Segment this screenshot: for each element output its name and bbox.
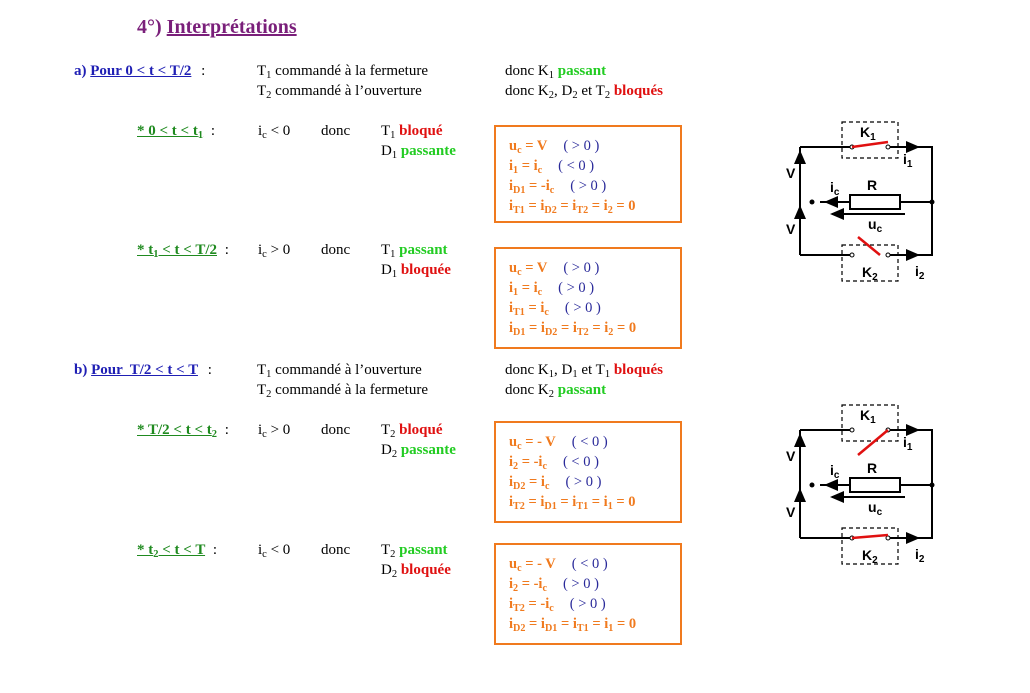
section-b-condition: Pour T/2 < t < T: [91, 362, 198, 378]
circuit-b-i1-label: i1: [903, 434, 913, 453]
circuit-a-uc-label: uc: [868, 216, 883, 235]
sub-a2-label: * t1 < t < T/2 :: [137, 242, 229, 260]
sub-b2-device1: T2 passant: [381, 542, 448, 560]
section-b-result1: donc K1, D1 et T1 bloqués: [505, 362, 664, 380]
section-b-line1: T1 commandé à l’ouverture: [257, 362, 422, 380]
circuit-b-k1-switch: [857, 429, 889, 456]
title-text: Interprétations: [166, 16, 297, 38]
circuit-a-k1-box: [841, 121, 899, 159]
sub-a2-donc: donc: [321, 242, 351, 258]
sub-b1-label: * T/2 < t < t2 :: [137, 422, 229, 440]
circuit-b-v-label-top: V: [786, 448, 796, 464]
sub-a1-donc: donc: [321, 123, 351, 139]
section-a-condition: Pour 0 < t < T/2: [90, 63, 192, 79]
sub-a1-device1: T1 bloqué: [381, 123, 443, 141]
circuit-b-ic-label: ic: [830, 462, 840, 481]
sub-b2-ic: ic < 0: [258, 542, 291, 560]
sub-b1-device2: D2 passante: [381, 442, 456, 460]
circuit-b-k2-switch: [851, 533, 889, 540]
section-a-result2: donc K2, D2 et T2 bloqués: [505, 83, 664, 101]
sub-b1-donc: donc: [321, 422, 351, 438]
page-title: 4°) Interprétations: [137, 16, 297, 39]
circuit-b-resistor: [849, 477, 901, 493]
circuit-a-k2-label: K2: [862, 264, 878, 283]
sub-b1-ic: ic > 0: [258, 422, 291, 440]
circuit-b-uc-label: uc: [868, 499, 883, 518]
sub-b2-device2: D2 bloquée: [381, 562, 451, 580]
circuit-b-r-label: R: [867, 460, 877, 476]
circuit-a-k1-label: K1: [860, 124, 876, 143]
sub-a1-equations-box: uc = V( > 0 ) i1 = ic( < 0 ) iD1 = -ic( …: [494, 125, 682, 223]
sub-a1-ic: ic < 0: [258, 123, 291, 141]
sub-b1-device1: T2 bloqué: [381, 422, 443, 440]
sub-b2-label: * t2 < t < T :: [137, 542, 217, 560]
sub-b1-equations-box: uc = - V( < 0 ) i2 = -ic( < 0 ) iD2 = ic…: [494, 421, 682, 523]
circuit-a-i2-label: i2: [915, 263, 925, 282]
circuit-b-k2-box: [841, 527, 899, 565]
circuit-diagram-b: V V K1 i1 R ic uc K2 i2: [786, 404, 935, 566]
circuit-a-ic-label: ic: [830, 179, 840, 198]
title-number: 4°): [137, 16, 162, 38]
circuit-a-r-label: R: [867, 177, 877, 193]
circuit-b-i2-label: i2: [915, 546, 925, 565]
circuit-b-v-label-bottom: V: [786, 504, 796, 520]
section-a-line1: T1 commandé à la fermeture: [257, 63, 429, 81]
circuit-b-k2-label: K2: [862, 547, 878, 566]
circuit-a-resistor: [849, 194, 901, 210]
circuit-b-k1-label: K1: [860, 407, 876, 426]
section-a-label: a) Pour 0 < t < T/2 :: [74, 63, 206, 79]
circuit-b-k1-box: [841, 404, 899, 442]
sub-a1-label: * 0 < t < t1 :: [137, 123, 216, 141]
circuit-a-k2-box: [841, 244, 899, 282]
circuit-a-k1-switch: [851, 140, 889, 149]
section-b-line2: T2 commandé à la fermeture: [257, 382, 429, 400]
sub-a2-equations-box: uc = V( > 0 ) i1 = ic( > 0 ) iT1 = ic( >…: [494, 247, 682, 349]
sub-b2-donc: donc: [321, 542, 351, 558]
section-a-result1: donc K1 passant: [505, 63, 607, 81]
circuit-diagram-a: V V K1 i1 R ic uc K2 i2: [786, 121, 935, 283]
sub-a1-device2: D1 passante: [381, 143, 456, 161]
circuit-a-v-label-bottom: V: [786, 221, 796, 237]
section-b-label: b) Pour T/2 < t < T :: [74, 362, 212, 378]
circuit-a-k2-switch: [857, 236, 881, 256]
sub-b2-equations-box: uc = - V( < 0 ) i2 = -ic( > 0 ) iT2 = -i…: [494, 543, 682, 645]
circuit-a-v-label-top: V: [786, 165, 796, 181]
circuit-a-i1-label: i1: [903, 151, 913, 170]
sub-a2-device1: T1 passant: [381, 242, 448, 260]
sub-a2-ic: ic > 0: [258, 242, 291, 260]
section-a-line2: T2 commandé à l’ouverture: [257, 83, 422, 101]
section-b-result2: donc K2 passant: [505, 382, 607, 400]
sub-a2-device2: D1 bloquée: [381, 262, 451, 280]
